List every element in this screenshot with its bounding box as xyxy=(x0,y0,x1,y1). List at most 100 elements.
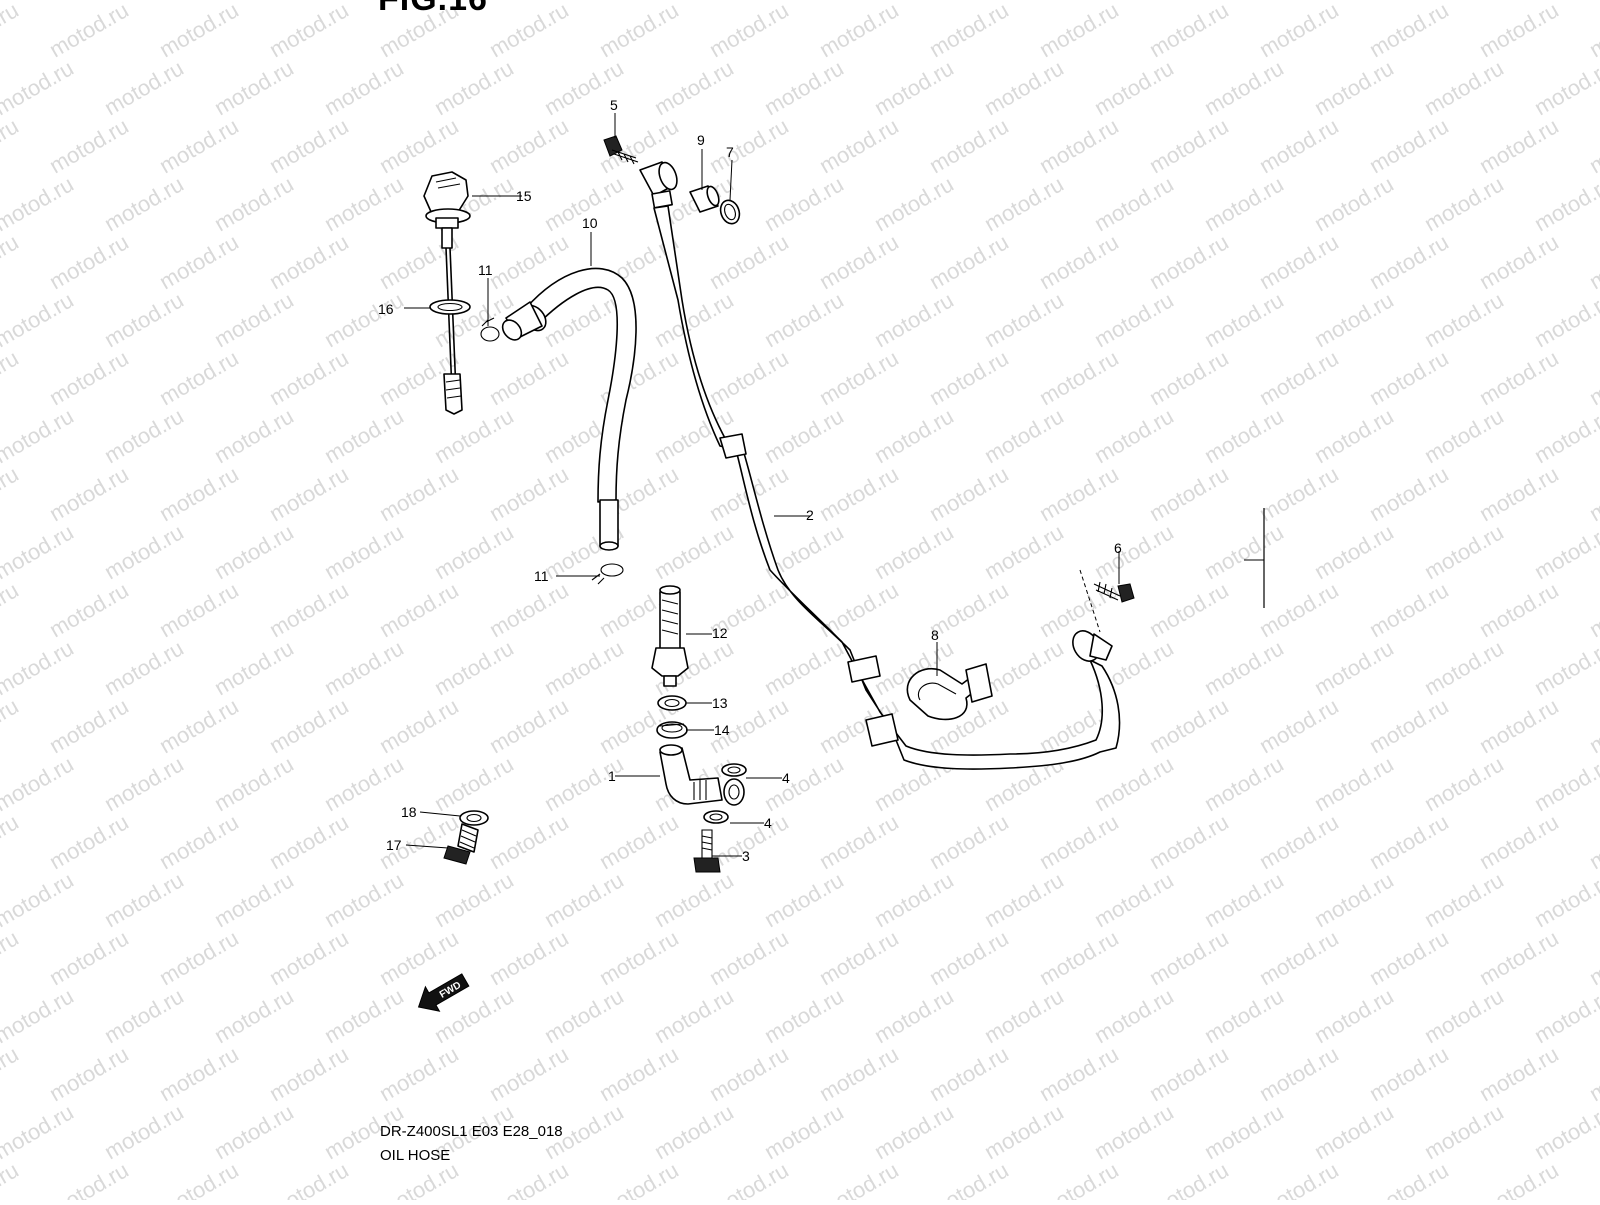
watermark-text: motod.ru xyxy=(870,55,958,120)
watermark-text: motod.ru xyxy=(815,229,903,294)
watermark-text: motod.ru xyxy=(265,0,353,62)
callout-2: 2 xyxy=(806,507,814,523)
watermark-text: motod.ru xyxy=(100,983,188,1048)
watermark-text: motod.ru xyxy=(210,1099,298,1164)
watermark-text: motod.ru xyxy=(980,1099,1068,1164)
watermark-text: motod.ru xyxy=(1365,1157,1453,1200)
watermark-text: motod.ru xyxy=(320,983,408,1048)
watermark-text: motod.ru xyxy=(980,635,1068,700)
watermark-text: motod.ru xyxy=(1200,867,1288,932)
drain-plug-part xyxy=(443,823,479,865)
watermark-text: motod.ru xyxy=(1035,1041,1123,1106)
watermark-text: motod.ru xyxy=(1585,229,1600,294)
watermark-text: motod.ru xyxy=(760,751,848,816)
watermark-text: motod.ru xyxy=(430,635,518,700)
section-name: OIL HOSE xyxy=(380,1147,451,1164)
watermark-text: motod.ru xyxy=(1145,113,1233,178)
watermark-text: motod.ru xyxy=(45,693,133,758)
watermark-text: motod.ru xyxy=(815,809,903,874)
watermark-text: motod.ru xyxy=(1365,577,1453,642)
watermark-text: motod.ru xyxy=(1530,403,1600,468)
watermark-text: motod.ru xyxy=(1420,983,1508,1048)
watermark-text: motod.ru xyxy=(1145,461,1233,526)
watermark-text: motod.ru xyxy=(155,345,243,410)
watermark-text: motod.ru xyxy=(0,345,23,410)
watermark-text: motod.ru xyxy=(210,635,298,700)
callout-17: 17 xyxy=(386,837,402,853)
watermark-text: motod.ru xyxy=(45,1041,133,1106)
watermark-text: motod.ru xyxy=(1475,925,1563,990)
watermark-text: motod.ru xyxy=(760,403,848,468)
watermark-text: motod.ru xyxy=(650,287,738,352)
watermark-text: motod.ru xyxy=(485,461,573,526)
watermark-text: motod.ru xyxy=(265,809,353,874)
watermark-text: motod.ru xyxy=(1090,55,1178,120)
watermark-text: motod.ru xyxy=(1310,1099,1398,1164)
watermark-text: motod.ru xyxy=(265,229,353,294)
watermark-text: motod.ru xyxy=(1365,0,1453,62)
watermark-text: motod.ru xyxy=(815,577,903,642)
watermark-text: motod.ru xyxy=(815,925,903,990)
callout-13: 13 xyxy=(712,695,728,711)
callout-11-lower: 11 xyxy=(534,568,549,584)
watermark-text: motod.ru xyxy=(375,577,463,642)
watermark-text: motod.ru xyxy=(1420,1099,1508,1164)
watermark-text: motod.ru xyxy=(1530,171,1600,236)
watermark-text: motod.ru xyxy=(45,0,133,62)
watermark-text: motod.ru xyxy=(980,983,1068,1048)
watermark-text: motod.ru xyxy=(265,693,353,758)
watermark-text: motod.ru xyxy=(1585,925,1600,990)
watermark-text: motod.ru xyxy=(1475,1041,1563,1106)
watermark-text: motod.ru xyxy=(0,0,23,62)
watermark-text: motod.ru xyxy=(595,1157,683,1200)
callout-6: 6 xyxy=(1114,540,1122,556)
watermark-text: motod.ru xyxy=(1585,809,1600,874)
watermark-text: motod.ru xyxy=(210,519,298,584)
callout-4-lower: 4 xyxy=(764,815,772,831)
watermark-text: motod.ru xyxy=(265,925,353,990)
washer-upper-part xyxy=(721,763,747,777)
watermark-text: motod.ru xyxy=(540,867,628,932)
figure-title: FIG.16 xyxy=(378,0,488,19)
watermark-text: motod.ru xyxy=(1310,171,1398,236)
watermark-text: motod.ru xyxy=(595,1041,683,1106)
watermark-text: motod.ru xyxy=(45,229,133,294)
watermark-text: motod.ru xyxy=(1145,1157,1233,1200)
callout-3: 3 xyxy=(742,848,750,864)
watermark-text: motod.ru xyxy=(980,287,1068,352)
watermark-text: motod.ru xyxy=(1035,113,1123,178)
bolt-right-part xyxy=(1079,569,1135,633)
watermark-text: motod.ru xyxy=(705,229,793,294)
watermark-text: motod.ru xyxy=(925,113,1013,178)
watermark-text: motod.ru xyxy=(650,983,738,1048)
watermark-text: motod.ru xyxy=(650,55,738,120)
watermark-text: motod.ru xyxy=(320,867,408,932)
watermark-text: motod.ru xyxy=(100,867,188,932)
watermark-text: motod.ru xyxy=(1035,1157,1123,1200)
watermark-text: motod.ru xyxy=(0,809,23,874)
watermark-text: motod.ru xyxy=(1035,0,1123,62)
watermark-text: motod.ru xyxy=(1255,1157,1343,1200)
watermark-text: motod.ru xyxy=(1090,519,1178,584)
watermark-text: motod.ru xyxy=(0,693,23,758)
watermark-text: motod.ru xyxy=(980,55,1068,120)
watermark-text: motod.ru xyxy=(1310,287,1398,352)
watermark-text: motod.ru xyxy=(210,171,298,236)
watermark-text: motod.ru xyxy=(1475,1157,1563,1200)
watermark-text: motod.ru xyxy=(1035,345,1123,410)
watermark-text: motod.ru xyxy=(925,809,1013,874)
watermark-text: motod.ru xyxy=(0,461,23,526)
watermark-text: motod.ru xyxy=(1365,461,1453,526)
watermark-text: motod.ru xyxy=(925,925,1013,990)
watermark-text: motod.ru xyxy=(760,287,848,352)
callout-7: 7 xyxy=(726,144,734,160)
watermark-text: motod.ru xyxy=(1475,229,1563,294)
watermark-text: motod.ru xyxy=(1145,925,1233,990)
watermark-text: motod.ru xyxy=(705,1157,793,1200)
hose-clip-lower-part xyxy=(591,563,624,585)
watermark-text: motod.ru xyxy=(1475,113,1563,178)
watermark-text: motod.ru xyxy=(815,113,903,178)
watermark-text: motod.ru xyxy=(870,867,958,932)
oil-hose-main-part xyxy=(653,205,1121,770)
watermark-text: motod.ru xyxy=(980,867,1068,932)
